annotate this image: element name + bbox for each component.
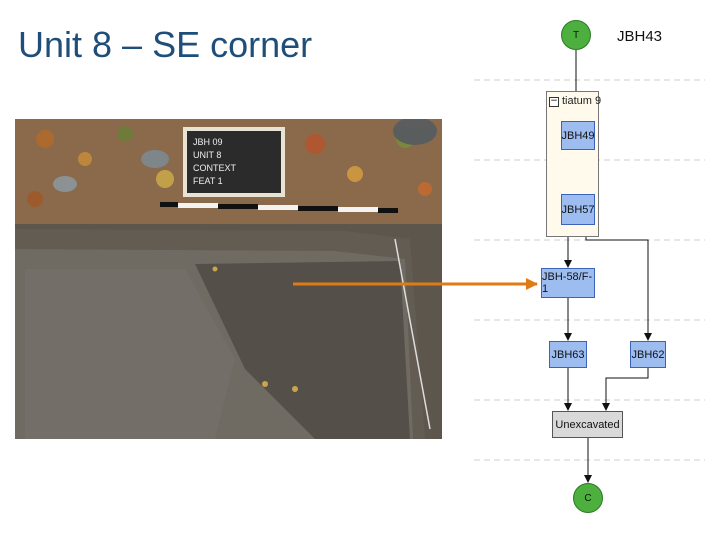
node-jbh63[interactable]: JBH63 (549, 341, 587, 368)
sign-line-2: UNIT 8 (193, 150, 221, 160)
level-guides (474, 79, 705, 461)
node-top-circle[interactable]: T (561, 20, 591, 50)
node-unexcavated[interactable]: Unexcavated (552, 411, 623, 438)
sign-line-1: JBH 09 (193, 137, 223, 147)
excavation-photo-art: JBH 09 UNIT 8 CONTEXT FEAT 1 (15, 119, 442, 439)
excavation-photo: JBH 09 UNIT 8 CONTEXT FEAT 1 (15, 119, 442, 439)
slide-title: Unit 8 – SE corner (18, 24, 313, 65)
group-label: tiatum 9 (562, 95, 602, 107)
sign-line-4: FEAT 1 (193, 176, 223, 186)
node-jbh57[interactable]: JBH57 (561, 194, 595, 225)
node-jbh62[interactable]: JBH62 (630, 341, 666, 368)
edge-jbh57-to-jbh62 (585, 225, 652, 341)
sign-line-3: CONTEXT (193, 163, 237, 173)
node-bottom-circle[interactable]: C (573, 483, 603, 513)
node-jbh49[interactable]: JBH49 (561, 121, 595, 150)
edge-jbh62-to-unexcavated (602, 368, 649, 411)
collapse-toggle[interactable]: − (549, 96, 559, 107)
corner-label: JBH43 (617, 28, 663, 45)
scale-bar (160, 202, 398, 213)
node-jbh58-f1[interactable]: JBH-58/F-1 (541, 268, 595, 298)
